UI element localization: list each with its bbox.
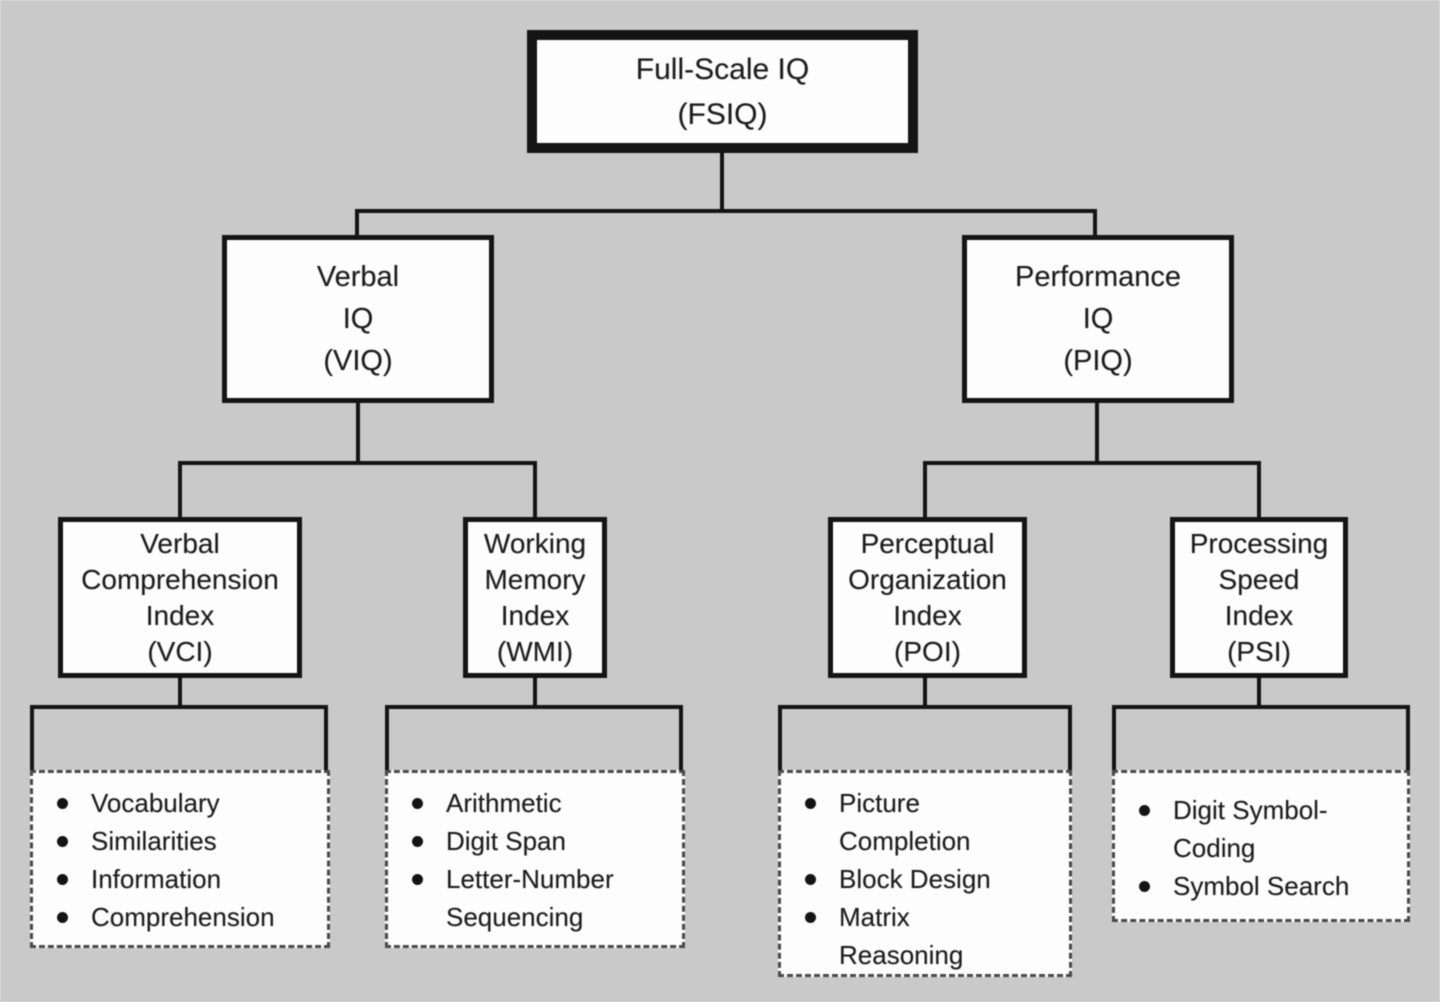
subtest-label: Picture Completion: [839, 788, 971, 856]
connector-vci-stub: [178, 678, 182, 709]
piq-abbrev-line: (PIQ): [1063, 345, 1133, 377]
viq-label-line: Verbal: [316, 261, 400, 293]
bracket-vci: [30, 705, 328, 772]
connector-drop-wmi: [533, 461, 537, 517]
wmi-subtest-box: Arithmetic Digit Span Letter-Number Sequ…: [385, 770, 685, 948]
bracket-wmi: [385, 705, 683, 772]
bracket-poi: [778, 705, 1072, 772]
bullet-icon: [57, 836, 68, 847]
connector-drop-poi: [923, 461, 927, 517]
psi-label-line3: Index: [1224, 599, 1294, 631]
wmi-label-line2: Memory: [484, 563, 586, 595]
vci-label-line2: Comprehension: [81, 563, 279, 595]
bullet-icon: [805, 798, 816, 809]
list-item: Arithmetic: [412, 784, 674, 822]
subtest-label: Symbol Search: [1173, 871, 1350, 901]
viq-node: Verbal IQ (VIQ): [222, 235, 494, 403]
connector-viq-crossbar: [178, 461, 537, 465]
list-item: Digit Span: [412, 822, 674, 860]
psi-subtest-box: Digit Symbol-Coding Symbol Search: [1112, 770, 1410, 922]
connector-l1-crossbar: [355, 209, 1097, 213]
bullet-icon: [57, 874, 68, 885]
bullet-icon: [1139, 881, 1150, 892]
list-item: Comprehension: [57, 898, 319, 936]
subtest-label: Block Design: [839, 864, 991, 894]
connector-piq-crossbar: [923, 461, 1261, 465]
list-item: Picture Completion: [805, 784, 1061, 860]
subtest-label: Comprehension: [91, 902, 275, 932]
connector-wmi-stub: [533, 678, 537, 709]
connector-piq-stem: [1095, 403, 1099, 465]
list-item: Digit Symbol-Coding: [1139, 791, 1399, 867]
bullet-icon: [805, 874, 816, 885]
fsiq-label-line: Full-Scale IQ: [635, 52, 810, 86]
wmi-node: Working Memory Index (WMI): [463, 517, 607, 678]
piq-label-line: Performance: [1014, 261, 1181, 293]
connector-drop-vci: [178, 461, 182, 517]
bullet-icon: [1139, 805, 1150, 816]
poi-node: Perceptual Organization Index (POI): [828, 517, 1027, 678]
poi-subtest-list: Picture Completion Block Design Matrix R…: [781, 773, 1069, 974]
vci-label-line3: Index: [145, 599, 215, 631]
list-item: Vocabulary: [57, 784, 319, 822]
poi-abbrev-line: (POI): [894, 635, 961, 667]
psi-subtest-list: Digit Symbol-Coding Symbol Search: [1115, 773, 1407, 905]
list-item: Matrix Reasoning: [805, 898, 1061, 974]
psi-node: Processing Speed Index (PSI): [1170, 517, 1348, 678]
list-item: Information: [57, 860, 319, 898]
subtest-label: Similarities: [91, 826, 217, 856]
piq-node: Performance IQ (PIQ): [962, 235, 1234, 403]
wmi-label-line3: Index: [500, 599, 570, 631]
poi-label-line3: Index: [893, 599, 962, 631]
connector-drop-psi: [1257, 461, 1261, 517]
connector-poi-stub: [923, 678, 927, 709]
connector-psi-stub: [1257, 678, 1261, 709]
poi-label-line2: Organization: [848, 563, 1007, 595]
subtest-label: Vocabulary: [91, 788, 220, 818]
vci-subtest-box: Vocabulary Similarities Information Comp…: [30, 770, 330, 948]
wmi-subtest-list: Arithmetic Digit Span Letter-Number Sequ…: [388, 773, 682, 936]
subtest-label: Letter-Number Sequencing: [446, 864, 614, 932]
subtest-label: Information: [91, 864, 222, 894]
bullet-icon: [57, 798, 68, 809]
subtest-label: Digit Symbol-Coding: [1173, 795, 1328, 863]
bullet-icon: [57, 912, 68, 923]
connector-viq-stem: [356, 403, 360, 465]
subtest-label: Matrix Reasoning: [839, 902, 964, 970]
connector-fsiq-stem: [720, 153, 724, 211]
viq-abbrev-line: (VIQ): [323, 345, 393, 377]
wmi-label-line: Working: [483, 527, 587, 559]
bullet-icon: [412, 798, 423, 809]
bullet-icon: [412, 874, 423, 885]
bullet-icon: [805, 912, 816, 923]
fsiq-abbrev-line: (FSIQ): [677, 97, 768, 131]
poi-label-line: Perceptual: [860, 527, 995, 559]
psi-label-line2: Speed: [1218, 563, 1300, 595]
list-item: Similarities: [57, 822, 319, 860]
connector-drop-viq: [355, 209, 359, 235]
bracket-psi: [1112, 705, 1410, 772]
psi-label-line: Processing: [1189, 527, 1329, 559]
viq-label-line2: IQ: [342, 303, 374, 335]
wmi-abbrev-line: (WMI): [496, 635, 574, 667]
bullet-icon: [412, 836, 423, 847]
vci-node: Verbal Comprehension Index (VCI): [58, 517, 302, 678]
piq-label-line2: IQ: [1082, 303, 1114, 335]
subtest-label: Digit Span: [446, 826, 566, 856]
connector-drop-piq: [1093, 209, 1097, 235]
poi-subtest-box: Picture Completion Block Design Matrix R…: [778, 770, 1072, 977]
subtest-label: Arithmetic: [446, 788, 562, 818]
fsiq-node: Full-Scale IQ (FSIQ): [527, 30, 918, 153]
vci-subtest-list: Vocabulary Similarities Information Comp…: [33, 773, 327, 936]
list-item: Letter-Number Sequencing: [412, 860, 674, 936]
list-item: Symbol Search: [1139, 867, 1399, 905]
psi-abbrev-line: (PSI): [1227, 635, 1291, 667]
list-item: Block Design: [805, 860, 1061, 898]
vci-abbrev-line: (VCI): [147, 635, 213, 667]
vci-label-line: Verbal: [140, 527, 220, 559]
